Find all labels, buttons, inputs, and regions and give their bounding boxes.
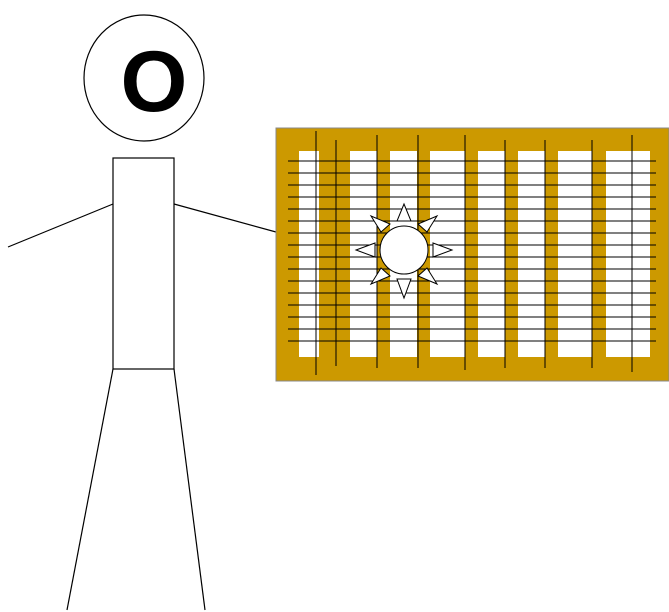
panel-cell-column: [606, 151, 650, 357]
panel-cell-column: [558, 151, 592, 357]
right-arm: [174, 204, 276, 232]
stick-figure: O: [8, 15, 276, 610]
figure-body: [113, 158, 174, 369]
panel-cell-column: [518, 151, 545, 357]
head-letter: O: [121, 34, 188, 130]
left-arm: [8, 204, 113, 247]
left-leg: [67, 369, 113, 610]
solar-panel: [276, 128, 669, 381]
panel-cell-column: [478, 151, 505, 357]
right-leg: [174, 369, 205, 610]
